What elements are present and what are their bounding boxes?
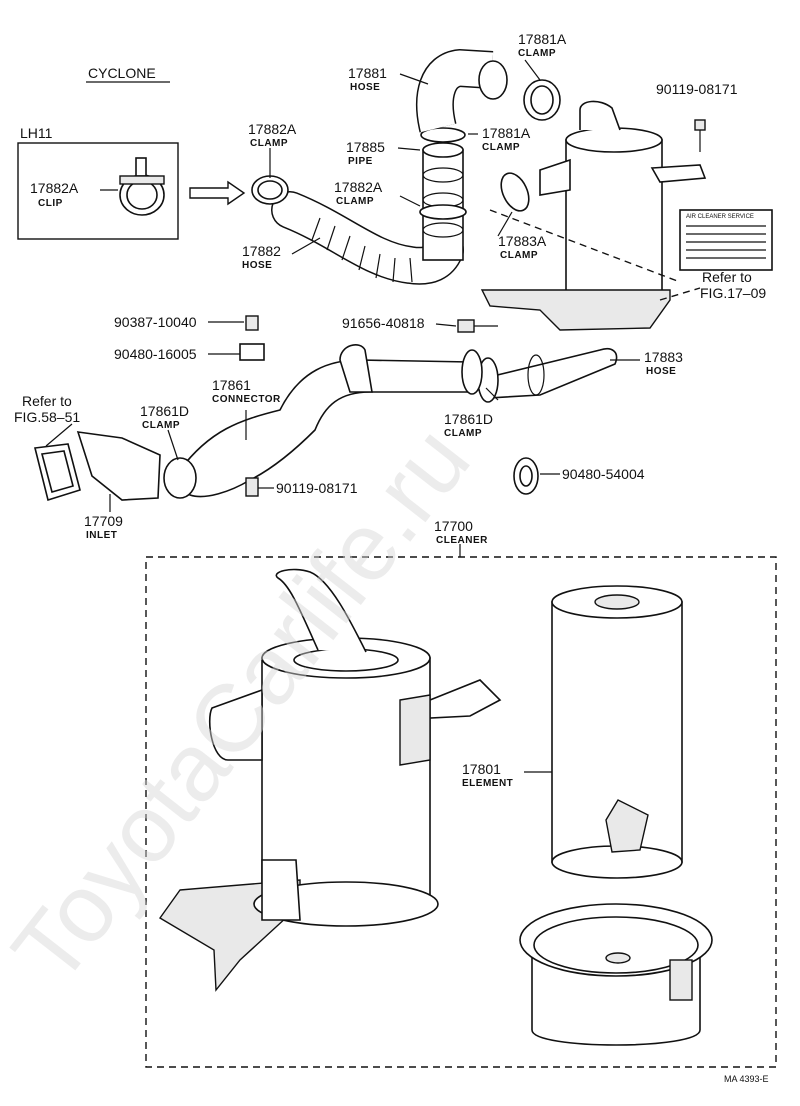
svg-text:17883: 17883 xyxy=(644,349,683,365)
cleaner-cap-drawing xyxy=(519,903,713,1046)
svg-text:91656-40818: 91656-40818 xyxy=(342,315,425,331)
grommet-90480-54004-drawing xyxy=(513,457,539,495)
svg-text:Refer to: Refer to xyxy=(22,393,72,409)
svg-text:FIG.58–51: FIG.58–51 xyxy=(14,409,80,425)
hose-17881-drawing xyxy=(416,48,508,133)
svg-text:17861: 17861 xyxy=(212,377,251,393)
clamp-17882A-drawing xyxy=(251,175,289,205)
svg-text:17881A: 17881A xyxy=(482,125,531,141)
svg-text:CLAMP: CLAMP xyxy=(518,48,556,59)
svg-text:FIG.17–09: FIG.17–09 xyxy=(700,285,766,301)
svg-text:17882A: 17882A xyxy=(334,179,383,195)
svg-text:90480-16005: 90480-16005 xyxy=(114,346,197,362)
svg-text:17882A: 17882A xyxy=(248,121,297,137)
clamp-17861D-left-drawing xyxy=(163,457,197,499)
small-parts-drawing xyxy=(239,315,498,497)
svg-text:HOSE: HOSE xyxy=(646,366,676,377)
variant-box-part: 17882A xyxy=(30,180,79,196)
inlet-17709-drawing xyxy=(34,431,161,502)
callout-17883A: 17883A CLAMP xyxy=(498,233,547,261)
section-title: CYCLONE xyxy=(88,65,156,81)
hose-17883-drawing xyxy=(477,348,618,403)
svg-text:17700: 17700 xyxy=(434,518,473,534)
svg-text:CONNECTOR: CONNECTOR xyxy=(212,394,281,405)
callout-17882A: 17882A CLAMP xyxy=(248,121,297,149)
svg-text:17881A: 17881A xyxy=(518,31,567,47)
element-17801-drawing xyxy=(551,585,683,879)
callout-17801: 17801 ELEMENT xyxy=(462,761,513,789)
variant-box: LH11 17882A CLIP xyxy=(17,125,179,240)
callout-17882: 17882 HOSE xyxy=(242,243,281,271)
service-label-plate xyxy=(679,209,773,271)
service-label-text: AIR CLEANER SERVICE xyxy=(686,214,754,220)
svg-text:CLEANER: CLEANER xyxy=(436,535,488,546)
variant-box-name: CLIP xyxy=(38,198,63,209)
svg-text:CLAMP: CLAMP xyxy=(444,428,482,439)
reference-fig-17-09: Refer to FIG.17–09 xyxy=(700,269,766,301)
callout-17709: 17709 INLET xyxy=(84,513,123,541)
svg-text:17709: 17709 xyxy=(84,513,123,529)
svg-text:CLAMP: CLAMP xyxy=(250,138,288,149)
svg-text:17801: 17801 xyxy=(462,761,501,777)
callout-17881: 17881 HOSE xyxy=(348,65,387,93)
bolt-90119-drawing xyxy=(694,119,706,152)
svg-text:90387-10040: 90387-10040 xyxy=(114,314,197,330)
svg-text:INLET: INLET xyxy=(86,530,117,541)
clamp-17883A-drawing xyxy=(500,172,530,212)
svg-text:CLAMP: CLAMP xyxy=(336,196,374,207)
svg-text:17881: 17881 xyxy=(348,65,387,81)
callout-17882A-2: 17882A CLAMP xyxy=(334,179,383,207)
clamp-17861D-right-drawing xyxy=(461,349,483,395)
clip-drawing xyxy=(119,157,165,216)
callout-90480-54004: 90480-54004 xyxy=(562,466,645,482)
hose-17882-drawing xyxy=(271,191,464,285)
svg-text:17885: 17885 xyxy=(346,139,385,155)
svg-text:HOSE: HOSE xyxy=(242,260,272,271)
clamp-17881A-drawing xyxy=(523,79,561,121)
reference-fig-58-51: Refer to FIG.58–51 xyxy=(14,393,80,425)
pipe-17885-drawing xyxy=(419,127,467,261)
callout-17700: 17700 CLEANER xyxy=(434,518,488,546)
svg-text:CLAMP: CLAMP xyxy=(482,142,520,153)
svg-text:PIPE: PIPE xyxy=(348,156,373,167)
callout-17881A: 17881A CLAMP xyxy=(518,31,567,59)
svg-text:90480-54004: 90480-54004 xyxy=(562,466,645,482)
variant-box-title: LH11 xyxy=(20,125,53,141)
svg-text:CLAMP: CLAMP xyxy=(500,250,538,261)
dash-leader-1 xyxy=(489,209,681,283)
callout-17861: 17861 CONNECTOR xyxy=(212,377,281,405)
leader-lines xyxy=(45,59,640,773)
callout-17881A-2: 17881A CLAMP xyxy=(482,125,531,153)
callout-17861D: 17861D CLAMP xyxy=(140,403,189,431)
callout-90119-08171-2: 90119-08171 xyxy=(276,480,358,496)
callout-17883: 17883 HOSE xyxy=(644,349,683,377)
svg-text:90119-08171: 90119-08171 xyxy=(656,81,738,97)
svg-text:17883A: 17883A xyxy=(498,233,547,249)
svg-text:17861D: 17861D xyxy=(140,403,189,419)
svg-text:90119-08171: 90119-08171 xyxy=(276,480,358,496)
callout-90480-16005: 90480-16005 xyxy=(114,346,197,362)
svg-text:17861D: 17861D xyxy=(444,411,493,427)
svg-text:CLAMP: CLAMP xyxy=(142,420,180,431)
arrow-icon xyxy=(189,180,246,206)
callout-90387-10040: 90387-10040 xyxy=(114,314,197,330)
cyclone-upper-drawing: AIR CLEANER SERVICE xyxy=(480,100,773,331)
svg-text:ELEMENT: ELEMENT xyxy=(462,778,513,789)
cleaner-assembly-box xyxy=(145,556,777,1068)
svg-text:17882: 17882 xyxy=(242,243,281,259)
svg-text:Refer to: Refer to xyxy=(702,269,752,285)
callout-90119-08171: 90119-08171 xyxy=(656,81,738,97)
svg-text:HOSE: HOSE xyxy=(350,82,380,93)
cleaner-case-drawing xyxy=(158,568,502,992)
drawing-code: MA 4393-E xyxy=(724,1074,769,1084)
callout-17885: 17885 PIPE xyxy=(346,139,385,167)
callout-17861D-2: 17861D CLAMP xyxy=(444,411,493,439)
callout-91656-40818: 91656-40818 xyxy=(342,315,425,331)
dash-leader-2 xyxy=(659,287,701,301)
